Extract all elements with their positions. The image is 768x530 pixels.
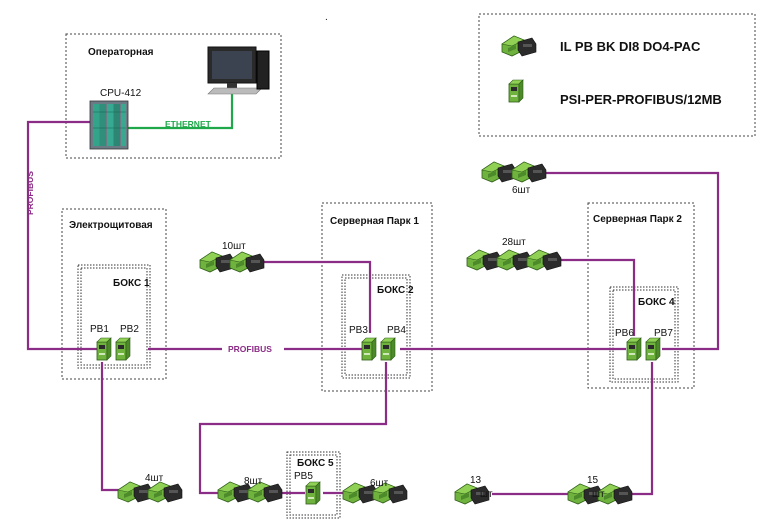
repeater-pb1-icon — [96, 337, 112, 361]
count-28: 28шт — [502, 237, 526, 248]
legend-il-label: IL PB BK DI8 DO4-PAC — [560, 39, 701, 54]
repeater-pb3-icon — [361, 337, 377, 361]
electrical-room-title: Электрощитовая — [69, 220, 153, 231]
box1-frame — [77, 264, 151, 369]
cpu-label: CPU-412 — [100, 88, 142, 99]
legend-box — [478, 13, 756, 137]
count-4: 4шт — [145, 473, 164, 484]
ethernet-wire — [127, 92, 234, 130]
il-modules-6pcs-top — [481, 161, 547, 183]
profibus-vertical-label: PROFIBUS — [25, 171, 35, 215]
il-coupler-legend-icon — [501, 35, 537, 57]
server1-room — [321, 202, 433, 392]
cpu-rack-icon — [89, 100, 129, 150]
count-15-unit: шт — [592, 489, 605, 500]
box5-frame — [286, 451, 341, 519]
psi-repeater-legend-icon — [508, 79, 524, 103]
count-10: 10шт — [222, 241, 246, 252]
box1-title: БОКС 1 — [113, 278, 150, 289]
repeater-pb6-label: РВ6 — [615, 328, 634, 339]
box5-title: БОКС 5 — [297, 458, 334, 469]
electrical-room — [61, 208, 167, 380]
count-15: 15 — [587, 475, 599, 486]
count-6-bottom: 6шт — [370, 478, 389, 489]
box2-title: БОКС 2 — [377, 285, 414, 296]
repeater-pb2-label: РВ2 — [120, 324, 139, 335]
repeater-pb1-label: РВ1 — [90, 324, 109, 335]
server2-room-title: Серверная Парк 2 — [593, 214, 682, 225]
box2-frame — [341, 274, 411, 379]
legend-psi-label: PSI-PER-PROFIBUS/12MB — [560, 92, 722, 107]
repeater-pb3-label: РВ3 — [349, 325, 368, 336]
repeater-pb5-icon — [305, 481, 321, 505]
ethernet-label: ETHERNET — [165, 119, 212, 129]
operator-room-title: Операторная — [88, 47, 154, 58]
repeater-pb4-icon — [380, 337, 396, 361]
repeater-pb5-label: РВ5 — [294, 471, 313, 482]
il-modules-28pcs — [466, 249, 562, 271]
repeater-pb4-label: РВ4 — [387, 325, 406, 336]
repeater-pb7-label: РВ7 — [654, 328, 673, 339]
stray-dot: . — [325, 12, 328, 23]
repeater-pb2-icon — [115, 337, 131, 361]
server1-room-title: Серверная Парк 1 — [330, 216, 419, 227]
workstation-icon — [207, 46, 270, 95]
profibus-horizontal-label: PROFIBUS — [228, 344, 272, 354]
count-6-top: 6шт — [512, 185, 531, 196]
il-modules-4pcs — [117, 481, 183, 503]
il-modules-10pcs — [199, 251, 265, 273]
box4-frame — [609, 286, 679, 383]
repeater-pb7-icon — [645, 337, 661, 361]
profibus-wires — [26, 120, 720, 496]
count-13-unit: шт — [480, 489, 493, 500]
box4-title: БОКС 4 — [638, 297, 675, 308]
server2-room — [587, 202, 695, 389]
operator-room — [65, 33, 282, 159]
count-8: 8шт — [244, 476, 263, 487]
count-13: 13 — [470, 475, 482, 486]
repeater-pb6-icon — [626, 337, 642, 361]
